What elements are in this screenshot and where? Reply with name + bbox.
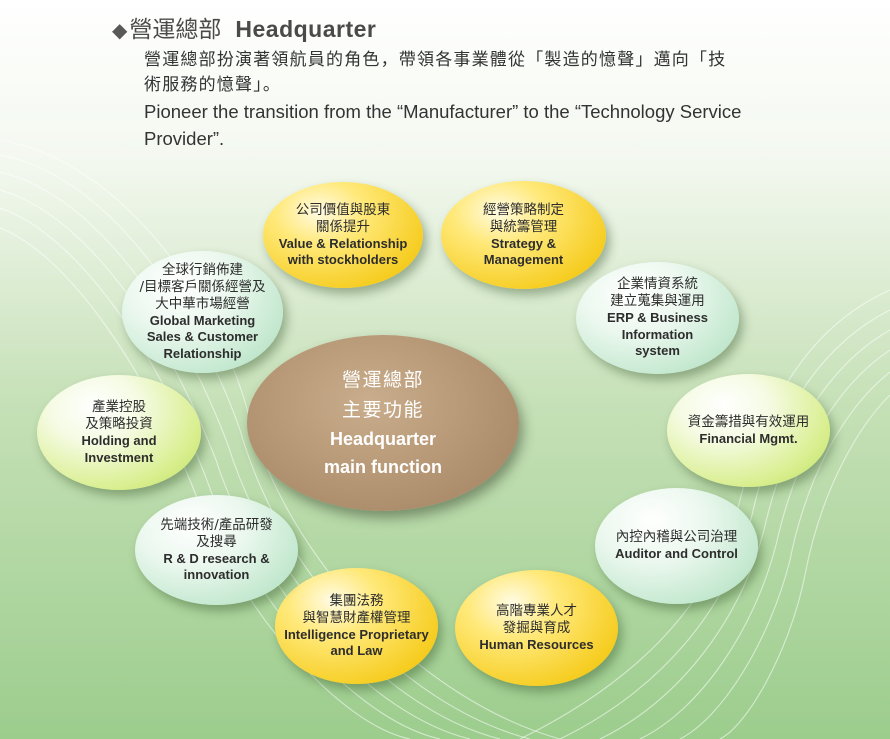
- node-label-zh: 先端技術/產品研發 及搜尋: [160, 516, 273, 550]
- center-en-line-2: main function: [324, 457, 442, 477]
- node-label-zh: 經營策略制定 與統籌管理: [483, 201, 564, 235]
- node-label-en: Strategy & Management: [483, 235, 564, 268]
- intro-en-line-2: Provider”.: [144, 128, 225, 149]
- center-en-line-1: Headquarter: [329, 429, 437, 449]
- node-label-zh: 高階專業人才 發掘與育成: [496, 602, 577, 636]
- node-label-zh: 企業情資系統 建立蒐集與運用: [610, 276, 705, 310]
- node-strategy-management: 經營策略制定 與統籌管理 Strategy & Management: [441, 181, 606, 289]
- center-node: 營運總部 主要功能 Headquarter main function: [247, 335, 519, 511]
- node-erp-information-system: 企業情資系統 建立蒐集與運用 ERP & Business Informatio…: [576, 262, 739, 374]
- diamond-icon: ◆: [112, 18, 128, 42]
- intro-zh-line-2: 術服務的憶聲」。: [144, 75, 282, 95]
- node-value-relationship: 公司價值與股東 關係提升 Value & Relationship with s…: [263, 182, 423, 288]
- node-label-zh: 資金籌措與有效運用: [687, 413, 810, 430]
- page-title: ◆營運總部 Headquarter: [112, 14, 812, 45]
- node-financial-mgmt: 資金籌措與有效運用 Financial Mgmt.: [667, 374, 830, 487]
- node-holding-investment: 產業控股 及策略投資 Holding and Investment: [37, 375, 201, 490]
- node-label-zh: 全球行銷佈建 /目標客戶關係經營及 大中華市場經營: [139, 261, 266, 312]
- node-human-resources: 高階專業人才 發掘與育成 Human Resources: [455, 570, 618, 686]
- title-zh: 營運總部: [129, 17, 222, 43]
- node-label-zh: 內控內稽與公司治理: [615, 529, 738, 546]
- header: ◆營運總部 Headquarter 營運總部扮演著領航員的角色，帶領各事業體從「製…: [112, 14, 812, 152]
- title-en: Headquarter: [235, 16, 377, 42]
- node-label-en: Financial Mgmt.: [699, 430, 798, 446]
- node-label-en: Human Resources: [479, 636, 594, 652]
- node-label-zh: 公司價值與股東 關係提升: [295, 201, 391, 235]
- center-zh-line-2: 主要功能: [341, 399, 424, 421]
- node-label-en: Auditor and Control: [615, 546, 738, 562]
- center-zh-line-1: 營運總部: [341, 369, 424, 391]
- node-label-zh: 集團法務 與智慧財產權管理: [302, 592, 411, 626]
- node-label-en: Value & Relationship with stockholders: [278, 235, 408, 268]
- intro-en-line-1: Pioneer the transition from the “Manufac…: [144, 101, 742, 122]
- intro-zh-line-1: 營運總部扮演著領航員的角色，帶領各事業體從「製造的憶聲」邁向「技: [144, 50, 727, 70]
- node-label-en: ERP & Business Information system: [607, 310, 708, 359]
- node-label-en: R & D research & innovation: [163, 550, 270, 583]
- node-label-en: Holding and Investment: [81, 433, 157, 465]
- node-global-marketing: 全球行銷佈建 /目標客戶關係經營及 大中華市場經營 Global Marketi…: [122, 251, 283, 373]
- node-intelligence-proprietary-law: 集團法務 與智慧財產權管理 Intelligence Proprietary a…: [275, 568, 438, 684]
- node-label-en: Global Marketing Sales & Customer Relati…: [146, 312, 259, 361]
- node-rd-innovation: 先端技術/產品研發 及搜尋 R & D research & innovatio…: [135, 495, 298, 605]
- node-auditor-control: 內控內稽與公司治理 Auditor and Control: [595, 488, 758, 604]
- intro-text: 營運總部扮演著領航員的角色，帶領各事業體從「製造的憶聲」邁向「技 術服務的憶聲」…: [144, 48, 812, 152]
- node-label-zh: 產業控股 及策略投資: [85, 399, 153, 432]
- node-label-en: Intelligence Proprietary and Law: [284, 626, 429, 659]
